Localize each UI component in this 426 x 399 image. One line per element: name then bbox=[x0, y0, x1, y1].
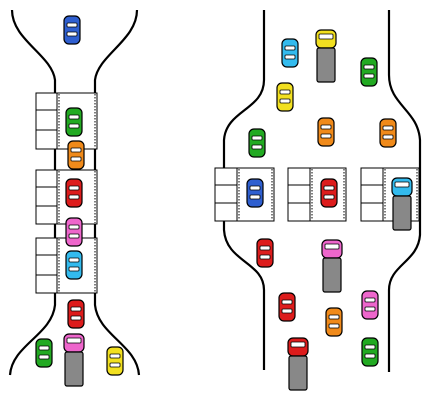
left-booth-1 bbox=[35, 92, 98, 150]
right-car-7 car-icon bbox=[379, 118, 397, 148]
left-car-3 car-icon bbox=[67, 140, 85, 170]
right-truck-16 truck-icon bbox=[287, 337, 309, 391]
right-booth-3 bbox=[360, 167, 420, 222]
left-road bbox=[8, 9, 141, 376]
left-car-1 car-icon bbox=[63, 15, 81, 45]
left-car-10 car-icon bbox=[106, 346, 124, 376]
left-truck-9 truck-icon bbox=[63, 333, 85, 387]
right-car-11 car-icon bbox=[256, 238, 274, 268]
right-truck-10 truck-icon bbox=[391, 177, 413, 231]
right-car-15 car-icon bbox=[325, 307, 343, 337]
right-vehicles bbox=[246, 29, 413, 391]
right-truck-2 truck-icon bbox=[315, 29, 337, 83]
right-car-1 car-icon bbox=[281, 38, 299, 68]
left-road-edge-right bbox=[93, 9, 141, 376]
left-car-6 car-icon bbox=[65, 250, 83, 280]
right-car-4 car-icon bbox=[276, 82, 294, 112]
right-car-8 car-icon bbox=[246, 178, 264, 208]
left-booth-3 bbox=[35, 237, 98, 294]
right-car-17 car-icon bbox=[361, 337, 379, 367]
left-car-7 car-icon bbox=[67, 299, 85, 329]
right-car-14 car-icon bbox=[361, 290, 379, 320]
right-toll-booths bbox=[214, 167, 420, 222]
right-car-9 car-icon bbox=[320, 178, 338, 208]
right-car-3 car-icon bbox=[360, 57, 378, 87]
right-car-5 car-icon bbox=[248, 128, 266, 158]
left-road-edge-left bbox=[8, 9, 57, 376]
right-car-6 car-icon bbox=[317, 117, 335, 147]
right-road-edge-right bbox=[387, 10, 422, 372]
left-car-2 car-icon bbox=[65, 107, 83, 137]
left-vehicles bbox=[35, 15, 124, 387]
right-booth-1 bbox=[214, 167, 275, 222]
left-car-4 car-icon bbox=[65, 178, 83, 208]
left-car-5 car-icon bbox=[65, 217, 83, 247]
right-car-13 car-icon bbox=[278, 292, 296, 322]
right-truck-12 truck-icon bbox=[321, 239, 343, 293]
left-car-8 car-icon bbox=[35, 338, 53, 368]
